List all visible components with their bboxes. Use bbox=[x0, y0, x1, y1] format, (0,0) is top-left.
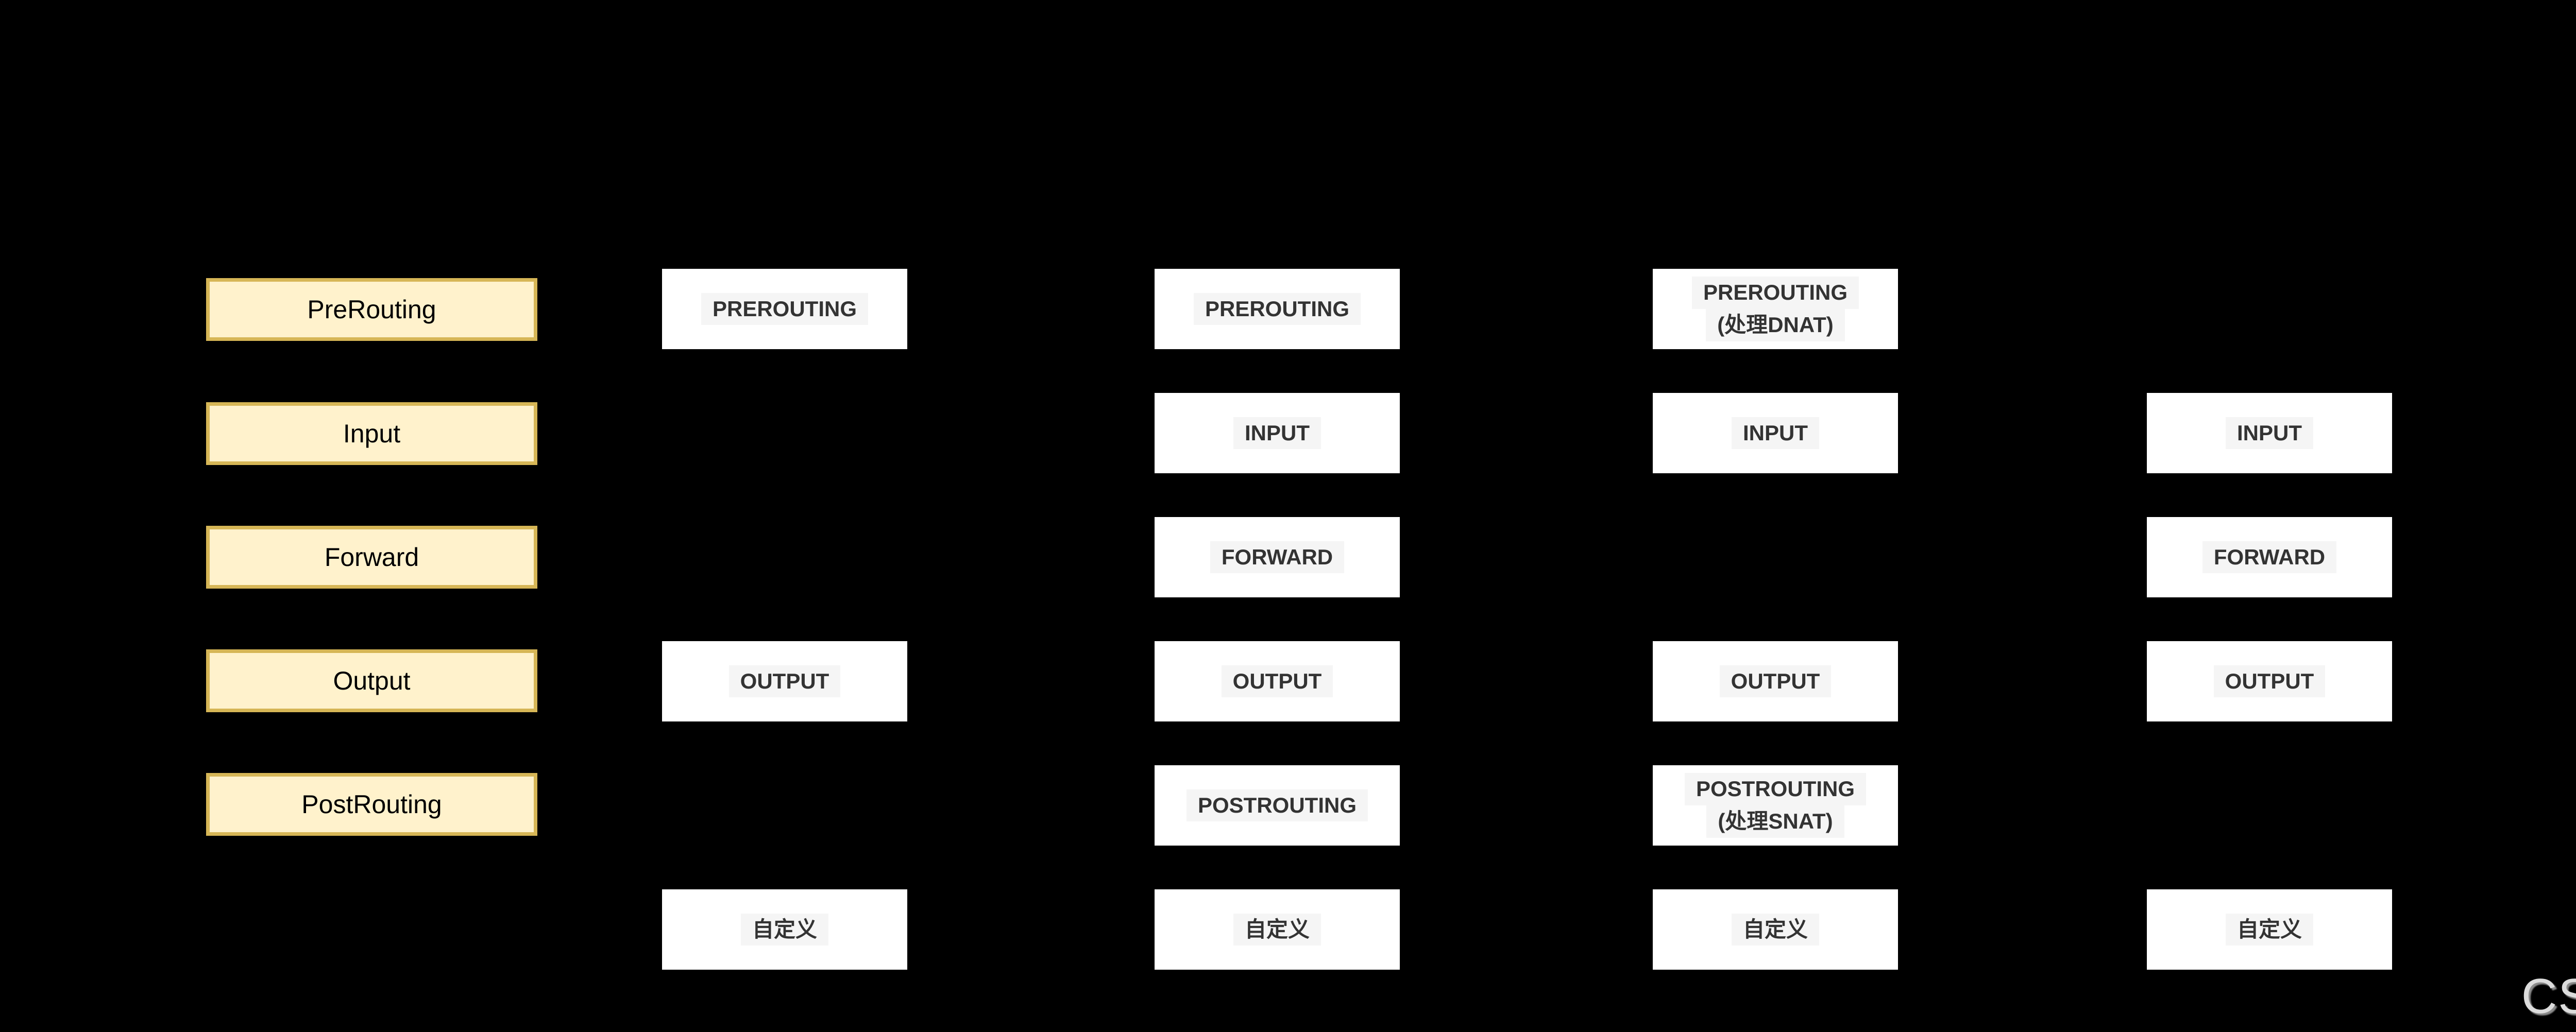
csdn-watermark: CSDN @吹风的坚果 bbox=[2521, 969, 2576, 1024]
cell-label: FORWARD bbox=[2202, 541, 2337, 574]
cell-label: INPUT bbox=[2226, 417, 2313, 450]
nat-table-prerouting: PREROUTING(处理DNAT) bbox=[1653, 269, 1898, 349]
raw-table-prerouting: PREROUTING bbox=[662, 269, 907, 349]
mangle-table-custom-chain: 自定义 bbox=[1155, 889, 1400, 970]
nat-table-input: INPUT bbox=[1653, 393, 1898, 473]
filter-table-output: OUTPUT bbox=[2147, 641, 2392, 721]
mangle-table-forward: FORWARD bbox=[1155, 517, 1400, 597]
filter-table-input: INPUT bbox=[2147, 393, 2392, 473]
cell-label: POSTROUTING bbox=[1684, 773, 1866, 805]
cell-label: OUTPUT bbox=[2213, 665, 2326, 698]
chain-box-prerouting: PreRouting bbox=[206, 278, 537, 341]
raw-table-output: OUTPUT bbox=[662, 641, 907, 721]
cell-label: POSTROUTING bbox=[1186, 789, 1368, 822]
mangle-table-output: OUTPUT bbox=[1155, 641, 1400, 721]
cell-label: 自定义 bbox=[740, 913, 828, 946]
cell-label: OUTPUT bbox=[1221, 665, 1333, 698]
cell-label: 自定义 bbox=[1233, 913, 1321, 946]
cell-sublabel: (处理SNAT) bbox=[1706, 805, 1844, 838]
filter-table-forward: FORWARD bbox=[2147, 517, 2392, 597]
cell-label: 自定义 bbox=[1731, 913, 1819, 946]
chain-box-output: Output bbox=[206, 649, 537, 712]
cell-label: INPUT bbox=[1233, 417, 1321, 450]
cell-label: 自定义 bbox=[2225, 913, 2313, 946]
mangle-table-prerouting: PREROUTING bbox=[1155, 269, 1400, 349]
chain-box-forward: Forward bbox=[206, 526, 537, 589]
nat-table-custom-chain: 自定义 bbox=[1653, 889, 1898, 970]
cell-label: PREROUTING bbox=[1193, 293, 1361, 325]
nat-table-postrouting: POSTROUTING(处理SNAT) bbox=[1653, 765, 1898, 846]
chain-box-label: Forward bbox=[324, 543, 419, 572]
mangle-table-postrouting: POSTROUTING bbox=[1155, 765, 1400, 846]
cell-label: INPUT bbox=[1732, 417, 1819, 450]
chain-box-label: Output bbox=[333, 666, 411, 695]
mangle-table-input: INPUT bbox=[1155, 393, 1400, 473]
chain-box-label: Input bbox=[343, 419, 401, 448]
cell-label: FORWARD bbox=[1210, 541, 1345, 574]
cell-label: PREROUTING bbox=[701, 293, 868, 325]
chain-box-postrouting: PostRouting bbox=[206, 773, 537, 836]
chain-box-label: PostRouting bbox=[301, 790, 442, 819]
cell-label: OUTPUT bbox=[728, 665, 841, 698]
nat-table-output: OUTPUT bbox=[1653, 641, 1898, 721]
raw-table-custom-chain: 自定义 bbox=[662, 889, 907, 970]
chain-box-input: Input bbox=[206, 402, 537, 465]
filter-table-custom-chain: 自定义 bbox=[2147, 889, 2392, 970]
cell-label: PREROUTING bbox=[1691, 277, 1859, 309]
cell-label: OUTPUT bbox=[1719, 665, 1832, 698]
chain-box-label: PreRouting bbox=[307, 295, 436, 324]
cell-sublabel: (处理DNAT) bbox=[1706, 309, 1845, 341]
